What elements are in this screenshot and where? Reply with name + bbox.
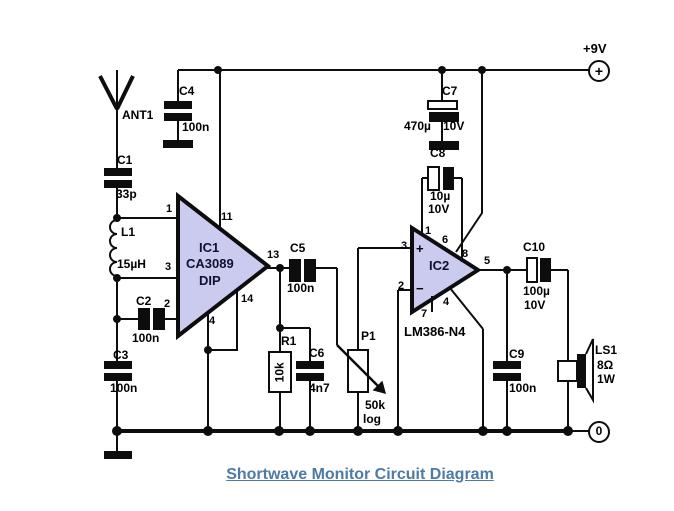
- ant1-ref: ANT1: [122, 108, 154, 122]
- ic1-pin-4: 4: [209, 315, 216, 327]
- ic1-part: CA3089: [186, 256, 234, 271]
- plus-terminal-sign: +: [594, 63, 604, 79]
- ic1-pin-11: 11: [221, 211, 233, 223]
- ground-bar-icon: [104, 451, 132, 459]
- ic2-part: LM386-N4: [404, 324, 466, 339]
- c4-value: 100n: [182, 120, 210, 134]
- l1-value: 15µH: [117, 257, 146, 271]
- c4-capacitor-symbol: [163, 70, 193, 148]
- ls1-ref: LS1: [595, 343, 618, 357]
- c5-value: 100n: [287, 281, 315, 295]
- ic2-pin-7: 7: [421, 308, 428, 320]
- c9-ref: C9: [509, 347, 525, 361]
- ls1-power: 1W: [597, 372, 615, 386]
- l1-ref: L1: [121, 225, 136, 239]
- plus-terminal-icon: [588, 60, 610, 82]
- c6-value: 4n7: [309, 381, 330, 395]
- diagram-title-link[interactable]: Shortwave Monitor Circuit Diagram: [226, 466, 494, 483]
- ic2-pin-3: 3: [401, 240, 408, 252]
- ic2-pin-6: 6: [442, 234, 449, 246]
- positive-supply-rail: [178, 60, 610, 82]
- c9-value: 100n: [509, 381, 537, 395]
- ic2-pin-8: 8: [462, 248, 469, 260]
- c7-ref: C7: [442, 84, 458, 98]
- inductor-coil-icon: [109, 219, 118, 277]
- ic2-pin-4: 4: [443, 296, 450, 308]
- ic2-inverting-sign: −: [416, 281, 424, 296]
- r1-value: 10k: [272, 362, 287, 383]
- ls1-speaker-icon: [557, 338, 594, 431]
- ground-bar-icon: [429, 141, 459, 150]
- ic1-pin-13: 13: [267, 249, 280, 261]
- junction-dots: [112, 66, 573, 436]
- r1-ref: R1: [281, 334, 297, 348]
- ic1-ref: IC1: [199, 240, 220, 255]
- p1-value: 50k: [365, 398, 386, 412]
- c10-capacitor-symbol: [526, 257, 569, 361]
- p1-taper: log: [363, 412, 381, 426]
- ic1-pin-1: 1: [166, 203, 173, 215]
- ic2-pin-5: 5: [484, 255, 491, 267]
- ic2-ref: IC2: [429, 258, 450, 273]
- c1-value: 33p: [116, 187, 137, 201]
- c7-capacitor-symbol: [427, 70, 459, 150]
- ic1-amplifier-symbol: [176, 70, 289, 431]
- c2-capacitor-symbol: [138, 308, 165, 330]
- ic1-pin-2: 2: [164, 298, 171, 310]
- c1-ref: C1: [117, 153, 133, 167]
- c2-ref: C2: [136, 294, 152, 308]
- c2-value: 100n: [132, 331, 160, 345]
- c3-capacitor-symbol: [104, 361, 132, 459]
- c3-value: 100n: [110, 381, 138, 395]
- c5-capacitor-symbol: [289, 259, 338, 345]
- c7-voltage: 10V: [443, 119, 465, 133]
- c8-value: 10µ: [430, 189, 451, 203]
- c7-value: 470µ: [404, 119, 431, 133]
- supply-voltage-label: +9V: [583, 41, 607, 56]
- r1-resistor-symbol: [268, 268, 292, 431]
- c8-voltage: 10V: [428, 202, 450, 216]
- ic1-pin-3: 3: [165, 261, 172, 273]
- c10-voltage: 10V: [524, 298, 546, 312]
- c5-ref: C5: [290, 241, 306, 255]
- ground-terminal-label: 0: [595, 424, 603, 438]
- ic2-amplifier-symbol: [358, 70, 527, 431]
- c10-value: 100µ: [523, 284, 550, 298]
- c8-ref: C8: [430, 146, 446, 160]
- c10-ref: C10: [523, 240, 546, 254]
- wiper-arrow-icon: [336, 344, 379, 387]
- p1-ref: P1: [361, 329, 376, 343]
- zero-terminal-icon: [588, 421, 610, 443]
- c6-ref: C6: [309, 346, 325, 360]
- c3-ref: C3: [113, 348, 129, 362]
- antenna-icon: [98, 70, 135, 168]
- p1-potentiometer-symbol: [336, 248, 386, 431]
- ic1-pin-14: 14: [241, 293, 254, 305]
- c1-capacitor-symbol: [104, 168, 132, 188]
- c4-ref: C4: [179, 84, 195, 98]
- ic1-package: DIP: [199, 273, 221, 288]
- ic2-noninverting-sign: +: [416, 241, 424, 256]
- ground-bar-icon: [163, 140, 193, 148]
- c6-capacitor-symbol: [280, 327, 324, 431]
- c8-capacitor-symbol: [427, 166, 454, 191]
- c9-capacitor-symbol: [493, 270, 521, 431]
- ls1-impedance: 8Ω: [597, 358, 614, 372]
- ic2-pin-2: 2: [398, 280, 405, 292]
- ic2-pin-1: 1: [425, 225, 432, 237]
